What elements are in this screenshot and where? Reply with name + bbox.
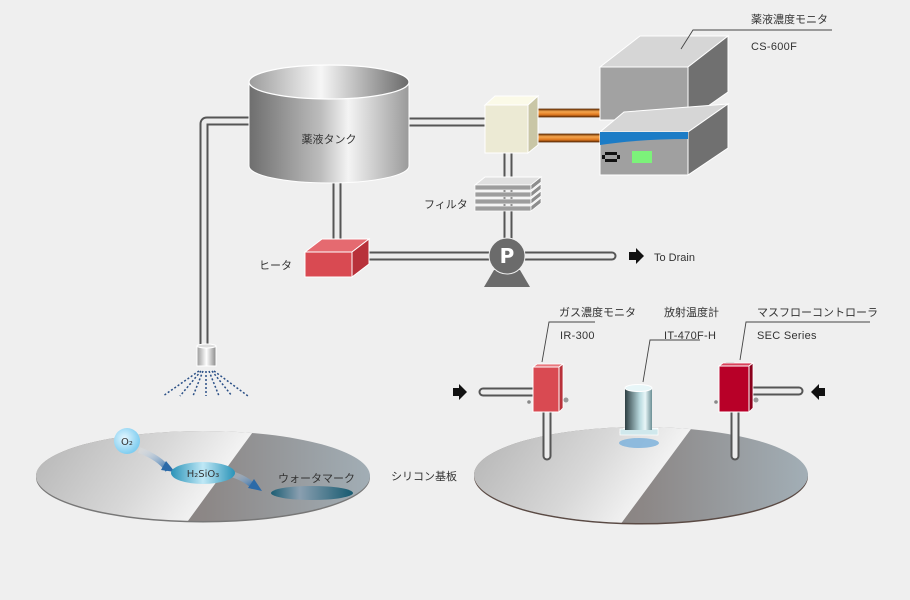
watermark-blob bbox=[271, 486, 353, 500]
chemical-tank: 薬液タンク bbox=[248, 64, 410, 184]
sample-tubes bbox=[531, 108, 605, 143]
drain-indicator: To Drain bbox=[629, 248, 695, 264]
thermometer-model: IT-470F-H bbox=[664, 330, 716, 342]
sample-tube-lower bbox=[531, 133, 605, 143]
silicate-blob bbox=[171, 462, 235, 484]
oxygen-bubble bbox=[114, 428, 140, 454]
concentration-monitor: 薬液濃度モニタ CS-600F bbox=[598, 12, 832, 176]
pump-symbol: P bbox=[500, 244, 515, 268]
heater: ヒータ bbox=[259, 237, 371, 279]
concentration-monitor-label: 薬液濃度モニタ bbox=[751, 12, 828, 26]
radiation-thermometer: 放射温度計 IT-470F-H bbox=[619, 305, 719, 436]
gas-inlet-arrow-left-icon bbox=[453, 384, 467, 400]
gas-inlet-arrow-right-icon bbox=[811, 384, 825, 400]
thermometer-spot bbox=[619, 438, 659, 448]
mfc-model: SEC Series bbox=[757, 330, 817, 342]
oxygen-label: O₂ bbox=[121, 437, 133, 448]
thermometer-label: 放射温度計 bbox=[664, 305, 719, 319]
gas-pipes bbox=[453, 384, 825, 461]
filter: フィルタ bbox=[424, 176, 543, 212]
mfc-label: マスフローコントローラ bbox=[757, 306, 878, 319]
gas-concentration-monitor: ガス濃度モニタ IR-300 bbox=[527, 305, 636, 413]
wafer-label: シリコン基板 bbox=[391, 469, 457, 483]
silicate-label: H₂SiO₃ bbox=[187, 469, 220, 480]
pump: P bbox=[484, 237, 530, 287]
junction-box bbox=[483, 94, 540, 155]
tank-label: 薬液タンク bbox=[302, 132, 357, 146]
pipe-network bbox=[199, 116, 617, 346]
heater-label: ヒータ bbox=[259, 259, 292, 272]
pipe-tank-to-nozzle bbox=[199, 116, 254, 346]
monitor-display bbox=[632, 151, 652, 163]
watermark-label: ウォータマーク bbox=[278, 472, 355, 485]
monitor-blue-stripe bbox=[600, 132, 688, 145]
wafer-right bbox=[474, 427, 808, 525]
filter-label: フィルタ bbox=[424, 198, 468, 211]
monitor-connector-icon bbox=[602, 152, 620, 162]
sample-tube-upper bbox=[531, 108, 605, 118]
drain-arrow-icon bbox=[629, 248, 644, 264]
concentration-monitor-model: CS-600F bbox=[751, 41, 797, 53]
spray-nozzle bbox=[162, 343, 249, 397]
spray-pattern bbox=[162, 370, 249, 397]
mass-flow-controller: マスフローコントローラ SEC Series bbox=[714, 306, 878, 413]
drain-label: To Drain bbox=[654, 252, 695, 264]
gas-monitor-label: ガス濃度モニタ bbox=[559, 305, 636, 319]
gas-monitor-model: IR-300 bbox=[560, 330, 595, 342]
wafer-left: O₂ H₂SiO₃ ウォータマーク bbox=[36, 428, 370, 523]
